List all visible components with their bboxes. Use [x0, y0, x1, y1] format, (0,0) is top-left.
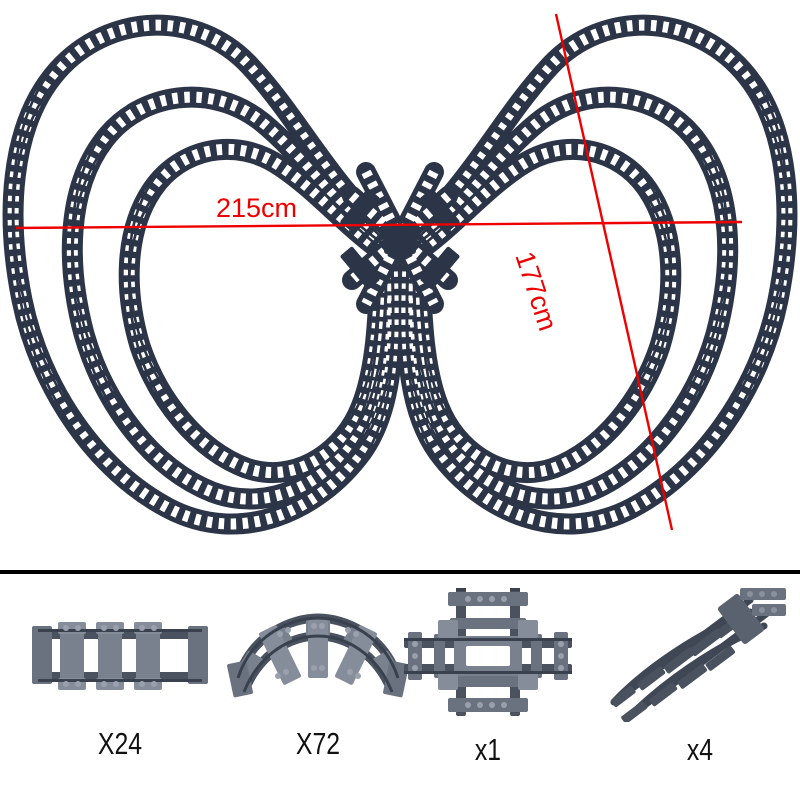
- parts-legend: X24: [0, 574, 800, 800]
- center-crossing: [340, 162, 460, 314]
- part-cross-track-label: x1: [474, 732, 502, 767]
- straight-track-icon: [32, 622, 208, 690]
- part-straight-track[interactable]: X24: [20, 600, 220, 762]
- dimension-line-width: [15, 220, 743, 230]
- dimension-line-height: [554, 13, 674, 531]
- part-curved-track-label: X72: [295, 726, 341, 761]
- part-switch-track-label: x4: [686, 732, 714, 767]
- straight-track-art: [20, 600, 220, 710]
- part-curved-track[interactable]: X72: [218, 600, 418, 762]
- cross-track-art: [398, 582, 578, 722]
- curved-track-icon: [227, 613, 409, 698]
- switch-track-art: [600, 582, 800, 722]
- section-divider: [0, 570, 800, 574]
- cross-track-icon: [404, 588, 572, 716]
- track-loops: [13, 17, 787, 533]
- track-diagram: 215cm 177cm: [0, 13, 800, 572]
- part-straight-track-label: X24: [97, 726, 143, 761]
- part-switch-track[interactable]: x4: [600, 582, 800, 768]
- dimension-label-width: 215cm: [216, 193, 298, 223]
- switch-track-icon: [610, 588, 786, 722]
- part-cross-track[interactable]: x1: [398, 582, 578, 768]
- dimension-lines: [15, 13, 743, 531]
- curved-track-art: [218, 600, 418, 710]
- track-diagram-svg: [0, 13, 800, 572]
